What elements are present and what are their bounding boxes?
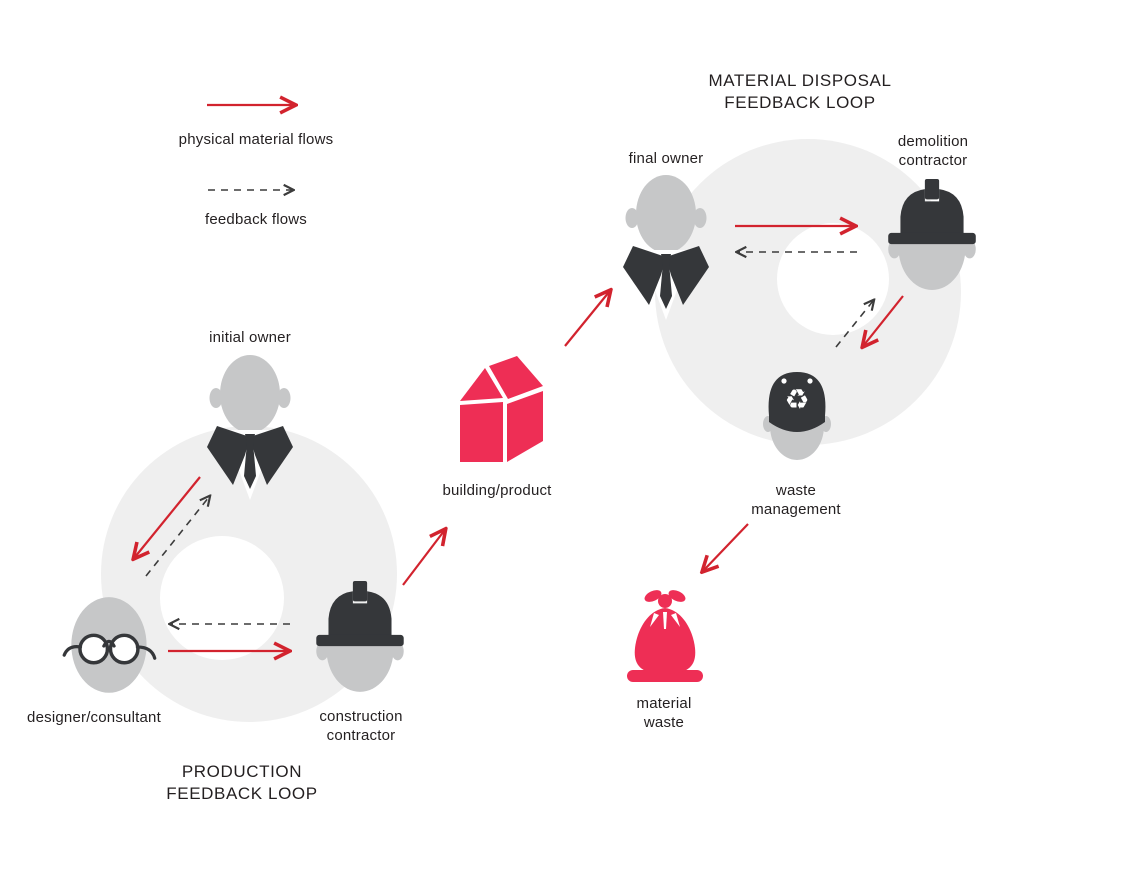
recycle-symbol-icon: ♻ — [784, 383, 809, 416]
businessman-icon — [207, 355, 293, 500]
legend-physical-label: physical material flows — [178, 131, 334, 148]
label-initial-owner: initial owner — [209, 329, 291, 346]
trash-bag-icon — [627, 590, 703, 682]
house-icon — [460, 356, 543, 462]
disposal-loop-title: MATERIAL DISPOSAL FEEDBACK LOOP — [708, 71, 892, 112]
label-building-product: building/product — [442, 482, 552, 499]
legend-feedback-label: feedback flows — [204, 211, 308, 228]
businessman-icon — [623, 175, 709, 320]
label-final-owner: final owner — [628, 150, 704, 167]
person-recycle-cap-icon: ♻ — [763, 372, 831, 460]
production-loop-title: PRODUCTION FEEDBACK LOOP — [166, 762, 318, 803]
label-material-waste: material waste — [636, 695, 692, 731]
person-glasses-icon — [62, 597, 157, 693]
label-designer-consultant: designer/consultant — [27, 709, 161, 726]
person-hardhat-icon — [888, 178, 976, 290]
person-hardhat-icon — [316, 581, 404, 692]
label-waste-management: waste management — [751, 482, 841, 518]
label-construction-contractor: construction contractor — [319, 708, 403, 744]
label-demolition-contractor: demolition contractor — [897, 133, 969, 169]
